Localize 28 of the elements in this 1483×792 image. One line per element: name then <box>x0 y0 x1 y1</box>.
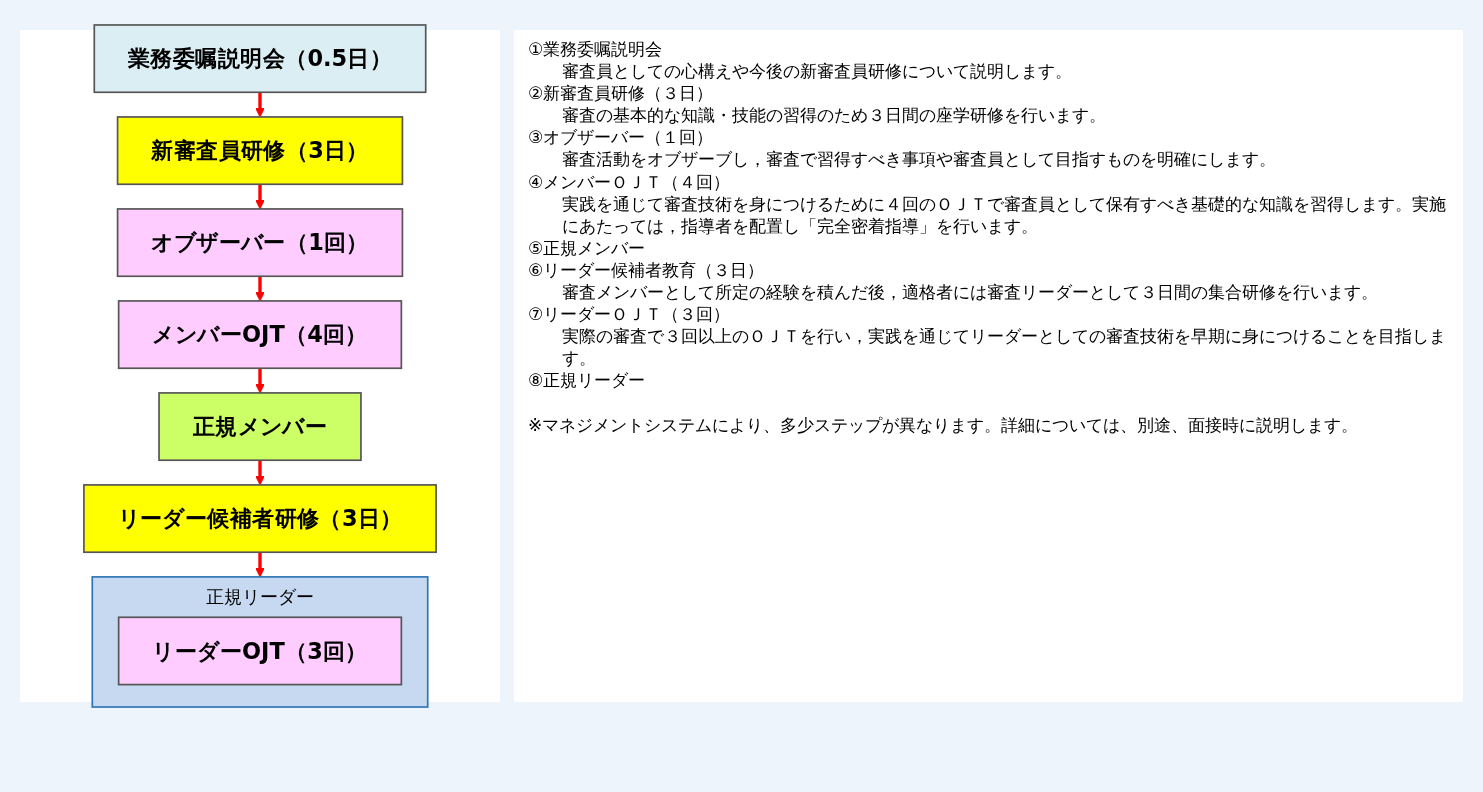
description-text: 実際の審査で３回以上のＯＪＴを行い，実践を通じてリーダーとしての審査技術を早期に身につけることを目指します。 <box>561 325 1447 370</box>
node-box: オブザーバー（1回） <box>116 208 404 278</box>
arrow <box>255 460 265 486</box>
arrow <box>255 552 265 578</box>
note-text: ※マネジメントシステムにより、多少ステップが異なります。詳細については、別途、面接時に説明します。 <box>528 413 1360 436</box>
node-box: 正規メンバー <box>158 392 362 462</box>
arrow <box>255 276 265 302</box>
step-heading: ④メンバーＯＪＴ（４回） <box>528 170 732 193</box>
step-heading: ⑥リーダー候補者教育（３日） <box>528 258 766 282</box>
arrow <box>255 92 265 118</box>
step-heading: ①業務委嘱説明会 <box>528 38 664 61</box>
node-box: リーダー候補者研修（3日） <box>83 484 437 554</box>
step-heading: ⑧正規リーダー <box>528 369 647 392</box>
node-box: 業務委嘱説明会（0.5日） <box>93 24 427 94</box>
node-box: 新審査員研修（3日） <box>116 116 404 186</box>
description-text: 審査メンバーとして所定の経験を積んだ後，適格者には審査リーダーとして３日間の集合研修を行います。 <box>561 281 1379 304</box>
step-heading: ③オブザーバー（１回） <box>528 126 715 149</box>
description-text: 審査員としての心構えや今後の新審査員研修について説明します。 <box>561 60 1073 83</box>
description-text: 審査活動をオブザーブし，審査で習得すべき事項や審査員として目指すものを明確にします。 <box>561 148 1277 171</box>
node-box: メンバーOJT（4回） <box>117 300 403 370</box>
node-box: リーダーOJT（3回） <box>117 616 403 686</box>
arrow <box>255 368 265 394</box>
description-text: 実践を通じて審査技術を身につけるために４回のＯＪＴで審査員として保有すべき基礎的な知識を習得します。実施にあたっては，指導者を配置し「完全密着指導」を行います。 <box>561 192 1447 237</box>
step-heading: ⑤正規メンバー <box>528 236 647 259</box>
description-text: 審査の基本的な知識・技能の習得のため３日間の座学研修を行います。 <box>561 104 1107 127</box>
arrow <box>255 184 265 210</box>
step-heading: ⑦リーダーＯＪＴ（３回） <box>528 303 732 326</box>
step-heading: ②新審査員研修（３日） <box>528 82 715 105</box>
